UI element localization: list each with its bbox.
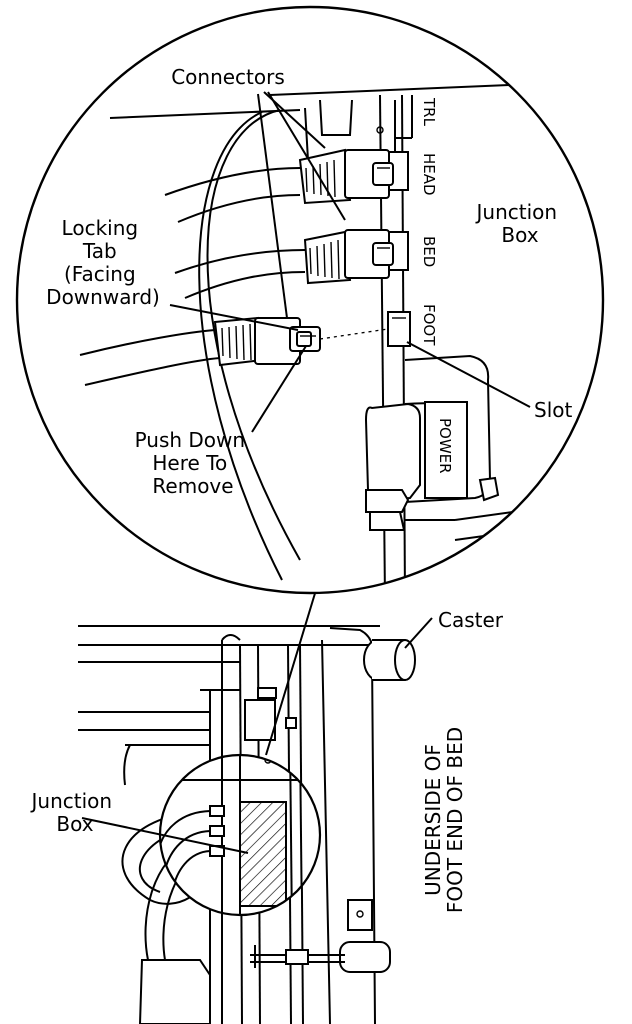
port-label-head: HEAD bbox=[420, 153, 438, 196]
svg-text:FOOT END OF BED: FOOT END OF BED bbox=[443, 727, 467, 913]
port-label-power: POWER bbox=[436, 418, 454, 474]
port-label-bed: BED bbox=[420, 236, 438, 267]
junction-box-main-label: Junction Box bbox=[30, 789, 119, 836]
junction-box-detail-view bbox=[15, 5, 605, 595]
connectors-label: Connectors bbox=[171, 65, 285, 89]
push-down-label: Push Down Here To Remove bbox=[135, 428, 252, 498]
port-label-foot: FOOT bbox=[420, 304, 438, 346]
junction-box-detail-label: Junction Box bbox=[475, 200, 564, 247]
port-label-trl: TRL bbox=[420, 97, 438, 127]
locking-tab-label: Locking Tab (Facing Downward) bbox=[46, 216, 160, 309]
leader-lines bbox=[81, 91, 531, 854]
slot-label: Slot bbox=[534, 398, 572, 422]
junction-box-location-circle bbox=[158, 753, 322, 917]
svg-text:UNDERSIDE OF: UNDERSIDE OF bbox=[421, 744, 445, 896]
caster-label: Caster bbox=[438, 608, 504, 632]
magnifier-connector-line bbox=[265, 589, 317, 756]
underside-label: UNDERSIDE OF FOOT END OF BED bbox=[421, 727, 467, 913]
